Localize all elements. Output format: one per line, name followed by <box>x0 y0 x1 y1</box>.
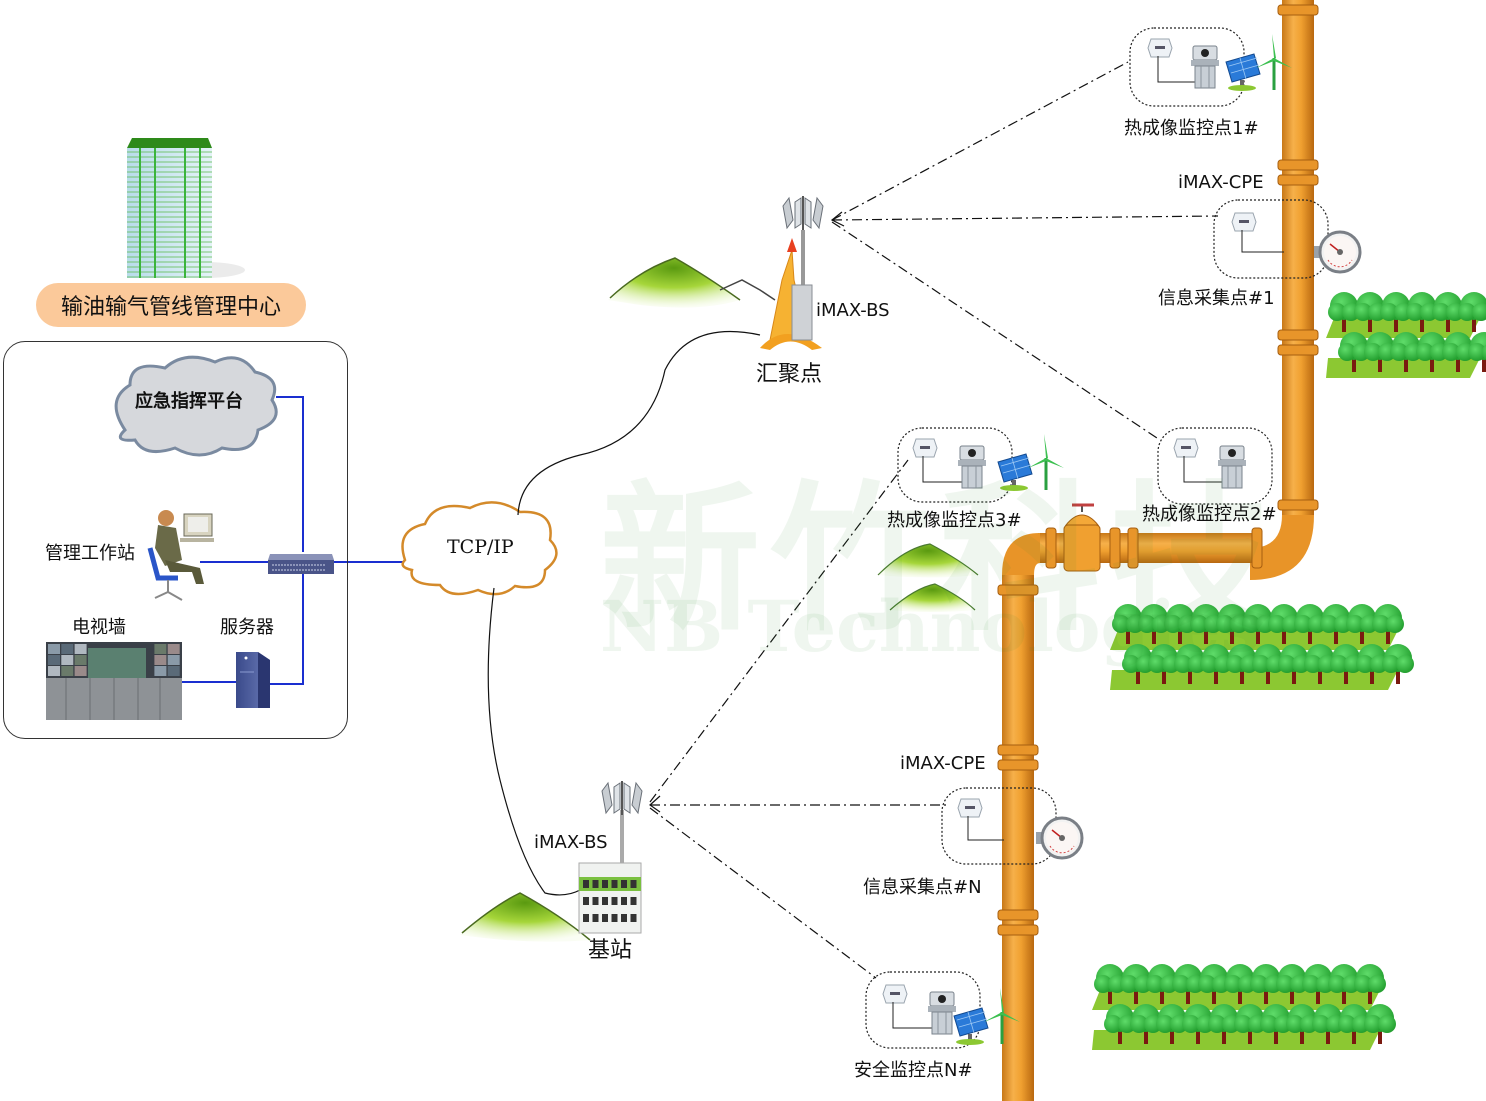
workstation-icon <box>147 510 214 601</box>
cpe-label-n: iMAX-CPE <box>900 753 986 774</box>
tcpip-cloud <box>401 501 558 596</box>
video-wall-icon <box>46 642 182 720</box>
backhaul-links <box>487 331 761 896</box>
pipe-flange <box>997 909 1039 921</box>
site-label-security-n: 安全监控点N# <box>854 1060 973 1081</box>
site-label-thermal-3: 热成像监控点3# <box>887 510 1022 531</box>
pipe-flange <box>1277 344 1319 356</box>
hill-middle <box>877 543 979 612</box>
emergency-platform-label: 应急指挥平台 <box>135 391 243 412</box>
site-label-thermal-1: 热成像监控点1# <box>1124 118 1259 139</box>
emergency-platform-cloud <box>114 355 278 457</box>
management-building-icon <box>127 138 245 278</box>
base-station-icon <box>578 780 643 934</box>
watermark-cn: 新竹科技 <box>600 466 1281 653</box>
management-center-box <box>3 341 348 739</box>
collection-point-1-devices <box>1231 212 1362 274</box>
pipe-flange <box>1045 527 1057 569</box>
pipe-flange <box>1277 174 1319 186</box>
pipe-flange <box>1127 527 1139 569</box>
pipe-flange <box>997 924 1039 936</box>
site-3-devices <box>912 432 1066 493</box>
hill-aggregation <box>608 257 776 308</box>
site-label-collection-n: 信息采集点#N <box>863 877 982 898</box>
server-label: 服务器 <box>220 617 274 638</box>
grass-strip <box>1092 1030 1380 1050</box>
pipeline <box>997 0 1319 1101</box>
site-1-devices <box>1147 32 1294 93</box>
pipe-flange <box>997 759 1039 771</box>
server-icon <box>236 652 270 708</box>
wireless-links <box>649 61 1219 979</box>
network-switch-icon <box>268 554 334 574</box>
site-2-devices <box>1173 438 1247 489</box>
pipe-flange <box>997 584 1039 596</box>
hill-base-station <box>460 892 591 942</box>
security-site-n-devices <box>882 984 1022 1047</box>
management-center-title: 输油输气管线管理中心 <box>36 283 306 327</box>
base-station-label: 基站 <box>588 938 633 963</box>
pipe-flange <box>1277 329 1319 341</box>
pipe-flange <box>1277 159 1319 171</box>
pipe-flange <box>1109 527 1121 569</box>
pipe-flange <box>997 744 1039 756</box>
grass-strip <box>1110 670 1398 690</box>
cpe-label-1: iMAX-CPE <box>1178 172 1264 193</box>
forest-bottom <box>1092 964 1396 1050</box>
link-arrowheads <box>649 211 845 813</box>
collection-point-n-devices <box>957 798 1084 860</box>
lan-links <box>180 396 405 685</box>
base-station-device-label: iMAX-BS <box>534 832 608 853</box>
pipe-flange <box>1251 527 1263 569</box>
forest-middle <box>1110 604 1414 690</box>
watermark-en: NB Technologies <box>600 585 1260 668</box>
aggregation-tower-icon <box>760 195 824 350</box>
grass-strip <box>1326 318 1480 338</box>
aggregation-device-label: iMAX-BS <box>816 300 890 321</box>
forest-top-right <box>1326 292 1486 378</box>
aggregation-point-label: 汇聚点 <box>756 362 823 387</box>
site-label-collection-1: 信息采集点#1 <box>1158 288 1275 309</box>
tcpip-label: TCP/IP <box>447 536 514 558</box>
pipe-flange <box>1277 499 1319 511</box>
grass-strip <box>1326 358 1480 378</box>
site-label-thermal-2: 热成像监控点2# <box>1142 504 1277 525</box>
pipe-flange <box>1277 4 1319 16</box>
workstation-label: 管理工作站 <box>45 543 135 564</box>
video-wall-label: 电视墙 <box>72 617 126 638</box>
